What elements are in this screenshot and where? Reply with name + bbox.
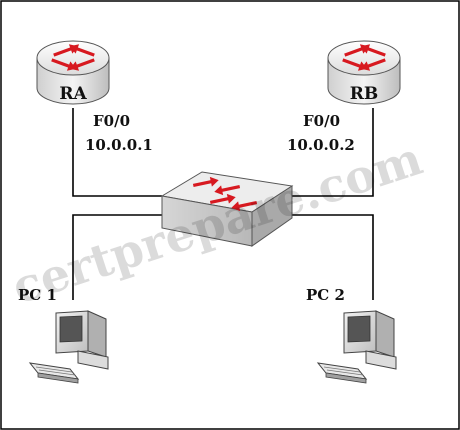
link-pc2-switch bbox=[290, 214, 374, 300]
switch-icon bbox=[160, 171, 294, 247]
router-rb-icon bbox=[327, 39, 401, 105]
pc1-label: PC 1 bbox=[18, 286, 57, 304]
links bbox=[72, 108, 374, 300]
pc2-icon bbox=[316, 310, 397, 384]
router-ra-icon bbox=[36, 39, 110, 105]
router-rb-label: RB bbox=[350, 84, 379, 104]
ra-ip-label: 10.0.0.1 bbox=[85, 136, 153, 154]
ra-interface-label: F0/0 bbox=[93, 112, 130, 130]
pc2-label: PC 2 bbox=[306, 286, 345, 304]
link-ra-switch bbox=[72, 108, 162, 197]
rb-ip-label: 10.0.0.2 bbox=[287, 136, 355, 154]
link-rb-switch bbox=[290, 108, 374, 197]
pc1-icon bbox=[28, 310, 109, 384]
watermark-text: certprepare.com bbox=[6, 131, 429, 314]
rb-interface-label: F0/0 bbox=[303, 112, 340, 130]
router-ra-label: RA bbox=[59, 84, 87, 104]
link-pc1-switch bbox=[72, 214, 162, 300]
